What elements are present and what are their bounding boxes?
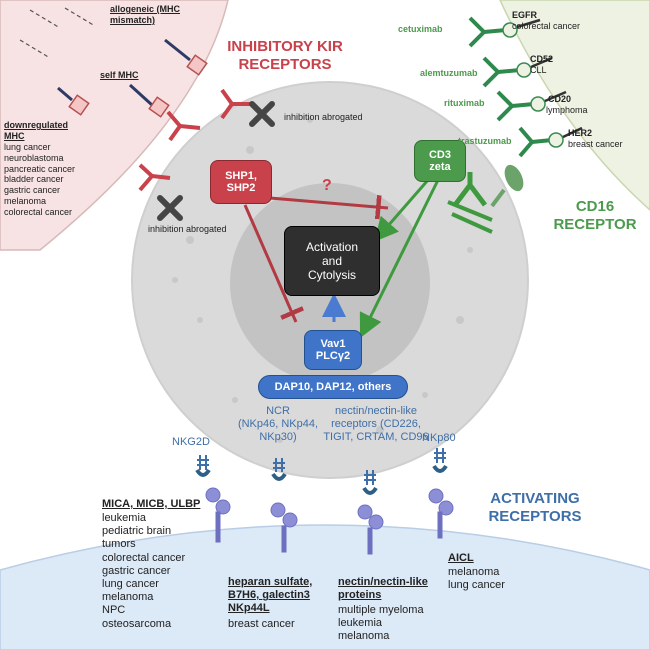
antigen-stalks xyxy=(516,18,583,139)
shp-to-vav-inhibition xyxy=(243,204,296,323)
mhc-self xyxy=(128,83,170,118)
shp-box: SHP1, SHP2 xyxy=(210,160,272,204)
antibody-rituximab xyxy=(496,90,535,122)
dap-box: DAP10, DAP12, others xyxy=(258,375,408,399)
downregulated-mhc-title: downregulated MHC xyxy=(4,120,69,141)
cd52-label: CD52 xyxy=(530,54,554,64)
list-item: colorectal cancer xyxy=(102,551,186,564)
inhibition-abrogated-label-1: inhibition abrogated xyxy=(284,112,363,122)
vav-plc-box: Vav1 PLCγ2 xyxy=(304,330,362,370)
dashed-marker-3 xyxy=(19,39,51,59)
receptor-nkp80-glyph xyxy=(432,448,448,473)
receptor-ncr-glyph xyxy=(271,458,287,481)
antibody-cetuximab xyxy=(468,16,507,48)
cd16-receptor-title: CD16 RECEPTOR xyxy=(553,198,637,233)
list-item: gastric cancer xyxy=(102,564,171,577)
mhc-allogeneic xyxy=(164,38,208,76)
mica-cancer-list: leukemia pediatric brain tumors colorect… xyxy=(102,512,185,631)
antibody-trastuzumab xyxy=(518,126,553,158)
inhibitory-kir-title: INHIBITORY KIR RECEPTORS xyxy=(227,38,343,73)
cd20-label: CD20 xyxy=(548,94,572,104)
inhibition-abrogated-x-icon-1 xyxy=(249,101,275,127)
self-mhc-label: self MHC xyxy=(100,70,139,80)
receptor-nectin-glyph xyxy=(362,470,378,495)
list-item: colorectal cancer xyxy=(4,206,73,217)
downregulated-cancer-list: lung cancer neuroblastoma pancreatic can… xyxy=(4,142,75,218)
nectin-cancer-list: multiple myeloma leukemia melanoma xyxy=(338,604,424,644)
cd3-to-activation-arrow xyxy=(374,179,430,242)
cetuximab-label: cetuximab xyxy=(398,24,443,34)
ligand-heparan xyxy=(270,502,298,553)
aicl-cancer-list: melanoma lung cancer xyxy=(448,566,505,592)
heparan-ligand-title: heparan sulfate, B7H6, galectin3 NKp44L xyxy=(228,576,313,615)
list-item: neuroblastoma xyxy=(4,152,64,163)
activating-receptors-title: ACTIVATING RECEPTORS xyxy=(488,490,582,525)
list-item: lung cancer xyxy=(102,577,159,590)
list-item: osteosarcoma xyxy=(102,617,172,630)
nectin-ligand-title: nectin/nectin-like proteins xyxy=(338,576,428,602)
list-item: NPC xyxy=(102,604,126,617)
list-item: bladder cancer xyxy=(4,174,64,185)
cd3-to-vav-arrow xyxy=(359,179,440,339)
kir-receptor-1 xyxy=(220,88,250,120)
receptor-nkg2d-glyph xyxy=(195,455,211,477)
cd3-zeta-box: CD3 zeta xyxy=(414,140,466,182)
list-item: multiple myeloma xyxy=(338,604,424,616)
heparan-cancer-label: breast cancer xyxy=(228,618,295,630)
list-item: gastric cancer xyxy=(4,185,61,196)
list-item: leukemia xyxy=(102,512,147,524)
egfr-label: EGFR xyxy=(512,10,538,20)
ligand-nectin xyxy=(357,504,384,555)
list-item: tumors xyxy=(102,538,136,551)
question-mark: ? xyxy=(322,177,332,194)
dashed-marker-1 xyxy=(29,9,61,29)
mica-ligand-title: MICA, MICB, ULBP xyxy=(102,498,201,510)
dashed-marker-2 xyxy=(64,7,96,27)
rituximab-label: rituximab xyxy=(444,98,485,108)
trastuzumab-label: trastuzumab xyxy=(458,136,512,146)
cd20-cancer-label: lymphoma xyxy=(546,105,588,115)
nkg2d-label: NKG2D xyxy=(172,436,210,448)
cd16-receptor xyxy=(447,164,524,234)
mhc-downregulated xyxy=(57,86,90,116)
list-item: melanoma xyxy=(338,630,390,643)
list-item: pancreatic cancer xyxy=(4,163,76,174)
her2-cancer-label: breast cancer xyxy=(568,139,623,149)
her2-label: HER2 xyxy=(568,128,593,138)
list-item: melanoma xyxy=(4,195,47,206)
nectin-receptor-label: nectin/nectin-like receptors (CD226, TIG… xyxy=(323,405,429,444)
ncr-label: NCR (NKp46, NKp44, NKp30) xyxy=(237,405,319,444)
activation-cytolysis-box: Activation and Cytolysis xyxy=(284,226,380,296)
alemtuzumab-label: alemtuzumab xyxy=(420,68,478,78)
target-cell-bottom xyxy=(0,524,650,650)
inhibition-abrogated-label-2: inhibition abrogated xyxy=(148,224,227,234)
list-item: melanoma xyxy=(448,566,500,578)
list-item: melanoma xyxy=(102,591,154,604)
ligand-mica xyxy=(205,487,231,543)
egfr-cancer-label: colorectal cancer xyxy=(512,21,581,31)
shp-to-cd3-inhibition xyxy=(269,198,389,208)
kir-receptor-3 xyxy=(138,163,171,192)
antigen-markers xyxy=(502,22,564,148)
aicl-ligand-title: AICL xyxy=(448,552,474,564)
target-cell-mhc xyxy=(0,0,229,251)
list-item: lung cancer xyxy=(448,579,505,592)
allogeneic-label: allogeneic (MHC mismatch) xyxy=(110,4,181,25)
ligand-aicl xyxy=(428,488,454,539)
inhibition-abrogated-x-icon-2 xyxy=(157,195,183,221)
list-item: leukemia xyxy=(338,617,383,630)
nkp80-label: NKp80 xyxy=(422,432,456,444)
cd52-cancer-label: CLL xyxy=(530,65,547,75)
kir-receptor-2 xyxy=(166,110,201,142)
antibody-alemtuzumab xyxy=(482,56,521,88)
list-item: lung cancer xyxy=(4,142,51,152)
list-item: pediatric brain xyxy=(102,525,172,538)
